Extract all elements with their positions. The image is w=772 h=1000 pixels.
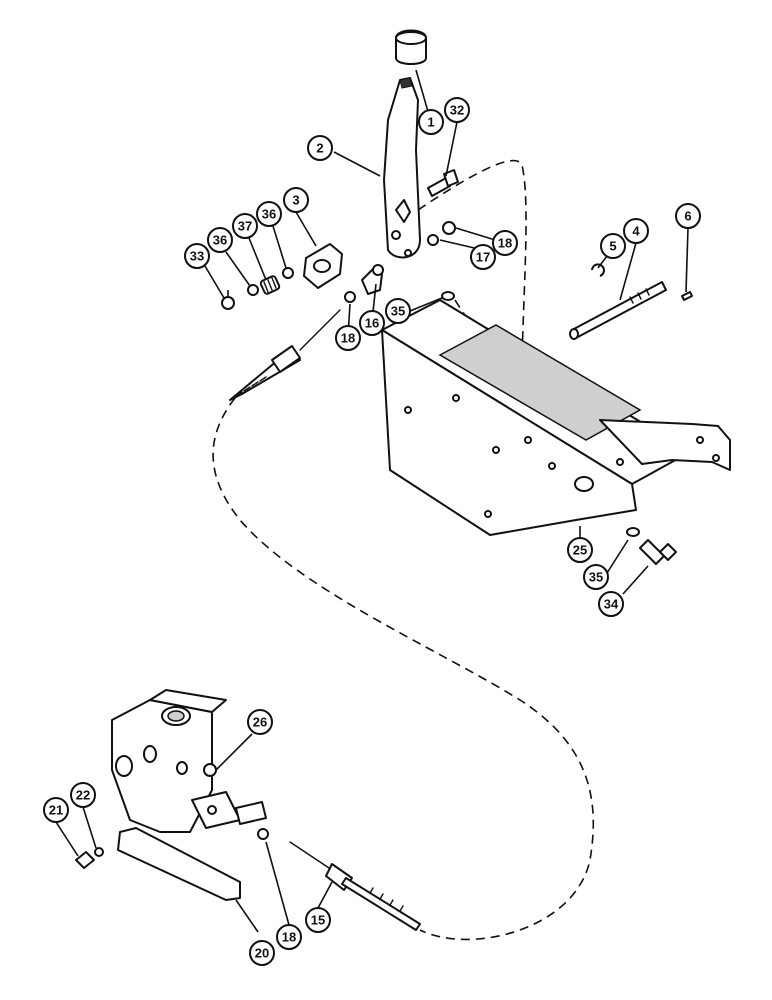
callout-4: 4 <box>623 218 649 244</box>
leader-37 <box>248 237 267 281</box>
callout-18-joint: 18 <box>335 325 361 351</box>
callout-2: 2 <box>307 135 333 161</box>
mounting-frame-25 <box>381 299 731 536</box>
callout-16: 16 <box>359 310 385 336</box>
ball-joint-16 <box>361 264 384 295</box>
bracket-plate-20 <box>117 827 241 901</box>
callout-16-label: 16 <box>365 316 379 331</box>
callout-4-label: 4 <box>632 224 640 239</box>
leader-33 <box>204 265 225 299</box>
clip-5 <box>591 263 605 277</box>
washer-35-bottom <box>626 527 640 537</box>
callout-21-label: 21 <box>49 803 63 818</box>
callout-35-bottom: 35 <box>583 564 609 590</box>
callout-33-label: 33 <box>190 249 204 264</box>
cable-upper-end <box>229 309 341 401</box>
callout-22: 22 <box>70 782 96 808</box>
callout-36-right-label: 36 <box>262 207 276 222</box>
washer-35-top <box>441 291 455 301</box>
callout-18-lever-label: 18 <box>498 236 512 251</box>
callout-21: 21 <box>43 797 69 823</box>
shaft-4 <box>569 281 667 340</box>
callout-25: 25 <box>567 537 593 563</box>
callout-2-label: 2 <box>316 141 323 156</box>
spring-37 <box>259 275 281 295</box>
callout-20-label: 20 <box>255 946 269 961</box>
nut-18-valve <box>257 828 269 840</box>
callout-37-label: 37 <box>238 219 252 234</box>
callout-36-left: 36 <box>207 227 233 253</box>
callout-37: 37 <box>232 213 258 239</box>
cable-lower-end <box>289 841 421 931</box>
leader-36-left <box>225 251 251 287</box>
callout-18-joint-label: 18 <box>341 331 355 346</box>
control-cable-route <box>212 397 595 941</box>
callout-34: 34 <box>598 591 624 617</box>
bolt-21 <box>75 851 95 869</box>
callout-22-label: 22 <box>76 788 90 803</box>
callout-5-label: 5 <box>609 239 616 254</box>
callout-1-label: 1 <box>427 115 434 130</box>
callout-36-left-label: 36 <box>213 233 227 248</box>
callout-35-bottom-label: 35 <box>589 570 603 585</box>
callout-3: 3 <box>283 187 309 213</box>
callout-6: 6 <box>675 203 701 229</box>
callout-17: 17 <box>470 244 496 270</box>
lever-knob <box>395 29 427 65</box>
callout-35-top: 35 <box>385 298 411 324</box>
callout-1: 1 <box>418 109 444 135</box>
callout-35-top-label: 35 <box>391 304 405 319</box>
callout-18-lever: 18 <box>492 230 518 256</box>
callout-18-valve-label: 18 <box>282 930 296 945</box>
callout-32: 32 <box>444 97 470 123</box>
washer-22 <box>94 847 104 857</box>
callout-18-valve: 18 <box>276 924 302 950</box>
callout-25-label: 25 <box>573 543 587 558</box>
lever-link-route <box>417 159 527 361</box>
pin-6 <box>681 291 693 301</box>
callout-6-label: 6 <box>684 209 691 224</box>
washer-36-left <box>247 284 259 296</box>
callout-17-label: 17 <box>476 250 490 265</box>
control-lever <box>383 77 421 259</box>
callout-26: 26 <box>247 709 273 735</box>
callout-36-right: 36 <box>256 201 282 227</box>
bracket-3 <box>303 243 343 289</box>
bolt-34 <box>639 539 677 565</box>
callout-33: 33 <box>184 243 210 269</box>
callout-26-label: 26 <box>253 715 267 730</box>
nut-18-lever <box>442 221 456 235</box>
callout-5: 5 <box>600 233 626 259</box>
callout-3-label: 3 <box>292 193 299 208</box>
washer-17 <box>427 234 439 246</box>
leader-36-right <box>272 225 287 269</box>
callout-20: 20 <box>249 940 275 966</box>
nut-33 <box>221 296 235 310</box>
callout-34-label: 34 <box>604 597 619 612</box>
washer-36-right <box>282 267 294 279</box>
callout-15-label: 15 <box>311 913 325 928</box>
nut-18-joint <box>344 291 356 303</box>
control-valve-26 <box>111 689 267 833</box>
callout-32-label: 32 <box>450 103 464 118</box>
callout-15: 15 <box>305 907 331 933</box>
bolt-32 <box>427 169 459 197</box>
